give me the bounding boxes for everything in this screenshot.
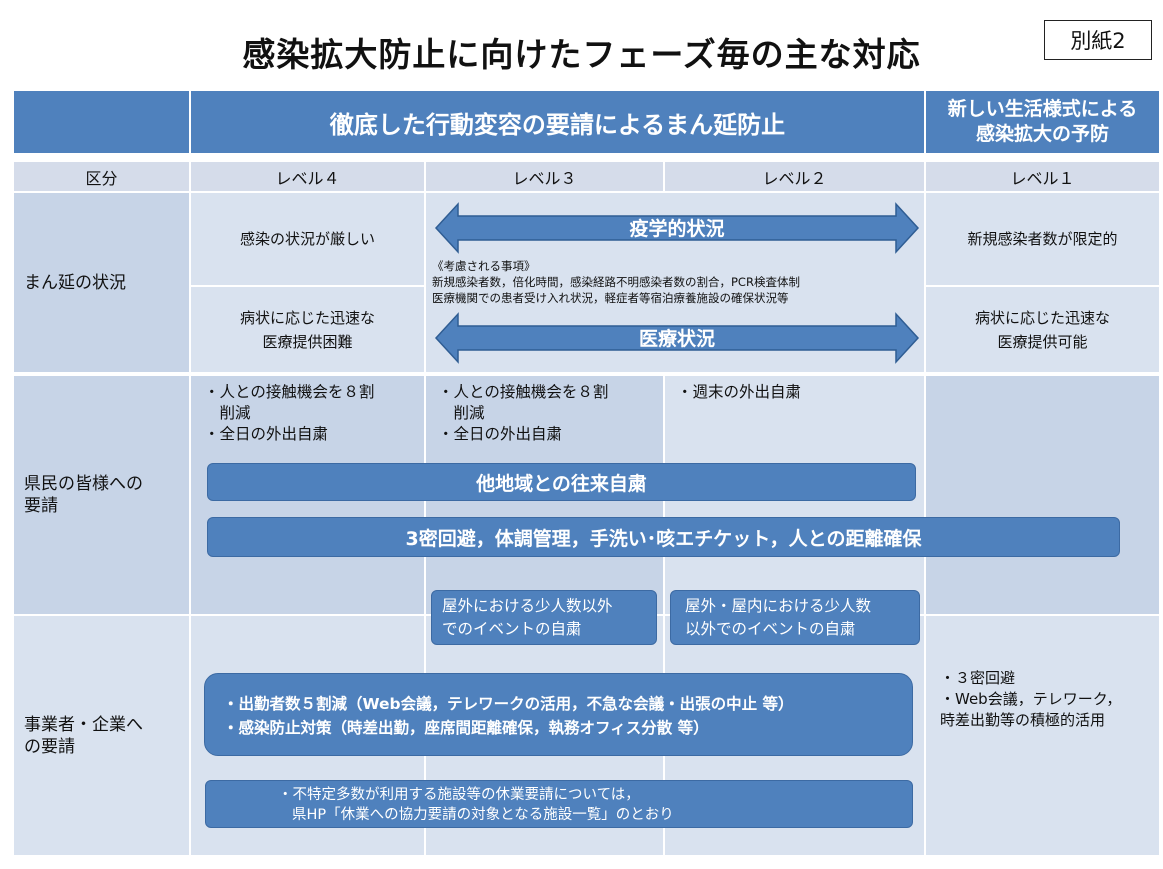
bullet: ・週末の外出自粛 — [677, 383, 802, 401]
spread-l4-bottom-line1: 病状に応じた迅速な — [239, 308, 375, 327]
header-right: 新しい生活様式による感染拡大の予防 — [926, 91, 1159, 153]
business-measure-1: ・出勤者数５割減（Web会議，テレワークの活用，不急な会議・出張の中止 等） — [223, 695, 794, 713]
double-arrow-shape — [434, 312, 920, 364]
divider — [191, 285, 424, 287]
column-divider — [424, 193, 426, 372]
considerations: 《考慮される事項》 新規感染者数，倍化時間，感染経路不明感染者数の割合，PCR検… — [432, 258, 922, 306]
double-arrow-shape — [434, 202, 920, 254]
arrow-epi-label: 疫学的状況 — [629, 217, 724, 240]
event-l2-line2: 以外でのイベントの自粛 — [685, 620, 856, 638]
bullet: 時差出勤等の積極的活用 — [940, 711, 1106, 729]
bullet: ・人との接触機会を８割 — [438, 383, 609, 401]
bullet: ・全日の外出自粛 — [438, 425, 563, 443]
business-measure-2: ・感染防止対策（時差出勤，座席間距離確保，執務オフィス分散 等） — [223, 719, 709, 737]
event-l3-line1: 屋外における少人数以外 — [442, 597, 613, 615]
bullet: ・全日の外出自粛 — [204, 425, 329, 443]
considerations-line2: 医療機関での患者受け入れ状況，軽症者等宿泊療養施設の確保状況等 — [432, 291, 789, 305]
spread-l1-top: 新規感染者数が限定的 — [967, 230, 1118, 248]
subheader-level4: レベル４ — [191, 162, 424, 191]
business-label-line2: の要請 — [24, 736, 75, 757]
header-blank-cell — [14, 91, 189, 153]
spread-l1-bottom-line1: 病状に応じた迅速な — [974, 308, 1110, 327]
spread-l4-top: 感染の状況が厳しい — [239, 230, 375, 248]
citizens-l2-bullets: ・週末の外出自粛 — [677, 382, 917, 403]
subheader-kubun: 区分 — [14, 162, 189, 191]
arrow-epidemiological: 疫学的状況 — [434, 202, 920, 254]
annex-label: 別紙2 — [1044, 20, 1152, 60]
bullet: 削減 — [438, 404, 485, 422]
event-l2-line1: 屋外・屋内における少人数 — [685, 597, 872, 615]
subheader-level3: レベル３ — [426, 162, 663, 191]
closure-line2: 県HP「休業への協力要請の対象となる施設一覧」のとおり — [292, 807, 674, 823]
spread-l4-bottom-line2: 医療提供困難 — [262, 332, 353, 351]
citizens-label-line2: 要請 — [24, 496, 58, 516]
header-main: 徹底した行動変容の要請によるまん延防止 — [191, 91, 924, 153]
column-divider — [924, 616, 926, 855]
citizens-l1-cell — [926, 376, 1159, 614]
row-label-spread: まん延の状況 — [14, 193, 189, 372]
spread-l1-bottom-line2: 医療提供可能 — [997, 332, 1088, 351]
considerations-line1: 新規感染者数，倍化時間，感染経路不明感染者数の割合，PCR検査体制 — [432, 275, 800, 289]
box-3c-avoidance: 3密回避，体調管理，手洗い･咳エチケット，人との距離確保 — [207, 517, 1120, 557]
closure-line1: ・不特定多数が利用する施設等の休業要請については， — [278, 787, 640, 803]
box-closure-request: ・不特定多数が利用する施設等の休業要請については， 県HP「休業への協力要請の対… — [205, 780, 913, 828]
page-title: 感染拡大防止に向けたフェーズ毎の主な対応 — [242, 35, 921, 74]
considerations-title: 《考慮される事項》 — [432, 259, 536, 273]
citizens-l4-bullets: ・人との接触機会を８割 削減 ・全日の外出自粛 — [204, 382, 424, 445]
box-business-measures: ・出勤者数５割減（Web会議，テレワークの活用，不急な会議・出張の中止 等） ・… — [204, 673, 913, 756]
row-label-citizens: 県民の皆様への 要請 — [14, 376, 189, 614]
business-label-line1: 事業者・企業へ — [24, 714, 143, 735]
business-l1-bullets: ・３密回避 ・Web会議，テレワーク， 時差出勤等の積極的活用 — [940, 668, 1155, 731]
subheader-level2: レベル２ — [665, 162, 924, 191]
bullet: ・Web会議，テレワーク， — [940, 690, 1122, 708]
box-travel-restraint: 他地域との往来自粛 — [207, 463, 916, 501]
row-label-business: 事業者・企業へ の要請 — [14, 616, 189, 855]
column-divider — [924, 193, 926, 372]
divider — [926, 285, 1159, 287]
event-l3-line2: でのイベントの自粛 — [442, 620, 582, 638]
subheader-level1: レベル１ — [926, 162, 1159, 191]
citizens-l3-bullets: ・人との接触機会を８割 削減 ・全日の外出自粛 — [438, 382, 660, 445]
spread-l4-bottom: 病状に応じた迅速な 医療提供困難 — [191, 287, 424, 372]
arrow-medical: 医療状況 — [434, 312, 920, 364]
box-event-l2: 屋外・屋内における少人数 以外でのイベントの自粛 — [670, 590, 920, 645]
spread-l1-bottom: 病状に応じた迅速な 医療提供可能 — [926, 287, 1159, 372]
bullet: ・３密回避 — [940, 669, 1016, 687]
bullet: 削減 — [204, 404, 251, 422]
citizens-label-line1: 県民の皆様への — [24, 474, 143, 494]
arrow-med-label: 医療状況 — [639, 327, 715, 350]
bullet: ・人との接触機会を８割 — [204, 383, 375, 401]
box-event-l3: 屋外における少人数以外 でのイベントの自粛 — [431, 590, 657, 645]
